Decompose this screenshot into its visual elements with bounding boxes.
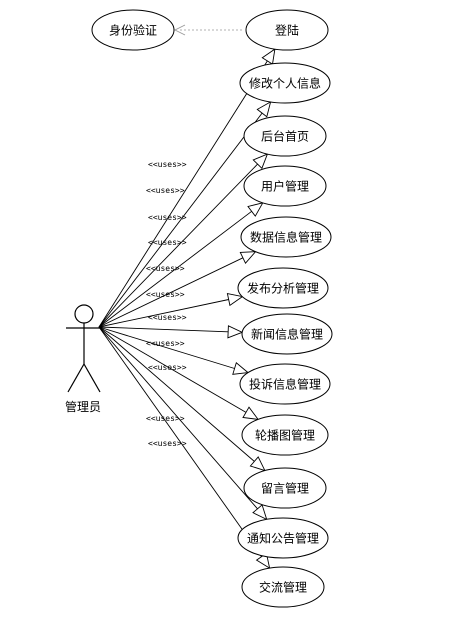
use-case-ellipse (241, 313, 333, 355)
association-line-edit-profile (98, 112, 263, 328)
use-case-ellipse (243, 467, 327, 509)
association-line-news-info-mgmt (98, 326, 229, 333)
use-case-message-mgmt: 留言管理 (243, 467, 327, 509)
use-case-exchange-mgmt: 交流管理 (241, 566, 325, 608)
use-case-label: 修改个人信息 (249, 76, 321, 91)
stereotype-label: <<uses>> (146, 264, 185, 273)
use-case-complaint-info-mgmt: 投诉信息管理 (239, 363, 331, 405)
use-case-news-info-mgmt: 新闻信息管理 (241, 313, 333, 355)
association-arrowhead-notice-mgmt (252, 504, 268, 521)
use-case-data-info-mgmt: 数据信息管理 (240, 216, 332, 258)
stereotype-labels: <<uses>> <<uses>> <<uses>> <<uses>> <<uses>>… (146, 160, 187, 448)
use-case-notice-mgmt: 通知公告管理 (237, 517, 329, 559)
actor-label: 管理员 (65, 399, 101, 414)
use-case-ellipse (245, 9, 329, 51)
association-arrowhead-publish-analysis-mgmt (226, 293, 244, 307)
use-case-carousel-mgmt: 轮播图管理 (241, 414, 329, 456)
association-line-login (98, 60, 268, 328)
stereotype-label: <<uses>> (148, 238, 187, 247)
stereotype-label: <<uses>> (148, 160, 187, 169)
association-arrowhead-user-mgmt (247, 202, 264, 217)
association-arrowhead-carousel-mgmt (242, 406, 260, 420)
use-case-label: 数据信息管理 (250, 230, 322, 245)
use-case-edit-profile: 修改个人信息 (239, 62, 331, 104)
auth-use-case: 身份验证 (91, 9, 175, 51)
association-line-publish-analysis-mgmt (98, 299, 229, 328)
use-case-layer: 登陆修改个人信息后台首页用户管理数据信息管理发布分析管理新闻信息管理投诉信息管理… (237, 9, 333, 608)
use-case-ellipse (241, 566, 325, 608)
stereotype-label: <<uses>> (146, 186, 185, 195)
use-case-login: 登陆 (245, 9, 329, 51)
use-case-label: 发布分析管理 (247, 281, 319, 296)
association-arrowhead-complaint-info-mgmt (232, 362, 250, 375)
stereotype-label: <<uses>> (146, 414, 185, 423)
use-case-label: 交流管理 (259, 580, 307, 595)
association-line-exchange-mgmt (98, 326, 262, 557)
dependency-arrowhead (173, 24, 186, 36)
use-case-label: 轮播图管理 (255, 428, 315, 443)
association-arrowhead-edit-profile (256, 100, 272, 118)
stick-figure-icon (66, 304, 102, 393)
use-case-label: 投诉信息管理 (249, 377, 321, 392)
auth-use-case-ellipse (91, 9, 175, 51)
stereotype-label: <<uses>> (148, 313, 187, 322)
association-layer (98, 48, 276, 570)
association-arrowhead-login (261, 48, 276, 65)
use-case-ellipse (237, 267, 329, 309)
association-line-message-mgmt (98, 326, 255, 462)
use-case-ellipse (239, 62, 331, 104)
use-case-label: 通知公告管理 (247, 531, 319, 546)
use-case-user-mgmt: 用户管理 (243, 165, 327, 207)
actor: 管理员 (65, 304, 102, 414)
use-case-ellipse (240, 216, 332, 258)
auth-use-case-label: 身份验证 (109, 23, 157, 38)
association-arrowhead-admin-home (252, 153, 269, 170)
use-case-label: 用户管理 (261, 179, 309, 194)
association-line-data-info-mgmt (98, 257, 244, 328)
dependency-layer (173, 24, 242, 36)
association-line-user-mgmt (98, 210, 252, 328)
use-case-ellipse (243, 115, 327, 157)
stereotype-label: <<uses>> (148, 439, 187, 448)
association-arrowhead-data-info-mgmt (239, 251, 257, 265)
use-case-publish-analysis-mgmt: 发布分析管理 (237, 267, 329, 309)
stereotype-label: <<uses>> (146, 290, 185, 299)
stereotype-label: <<uses>> (148, 213, 187, 222)
association-line-notice-mgmt (98, 326, 258, 510)
association-arrowhead-message-mgmt (249, 456, 266, 472)
use-case-ellipse (237, 517, 329, 559)
use-case-ellipse (239, 363, 331, 405)
association-arrowhead-news-info-mgmt (227, 325, 244, 339)
use-case-ellipse (241, 414, 329, 456)
use-case-label: 登陆 (275, 23, 299, 38)
association-line-admin-home (98, 163, 258, 328)
use-case-label: 留言管理 (261, 481, 309, 496)
association-line-carousel-mgmt (98, 326, 247, 413)
stereotype-label: <<uses>> (146, 339, 185, 348)
use-case-ellipse (243, 165, 327, 207)
association-line-complaint-info-mgmt (98, 326, 235, 369)
use-case-label: 新闻信息管理 (251, 327, 323, 342)
use-case-label: 后台首页 (261, 129, 309, 144)
use-case-admin-home: 后台首页 (243, 115, 327, 157)
stereotype-label: <<uses>> (148, 363, 187, 372)
